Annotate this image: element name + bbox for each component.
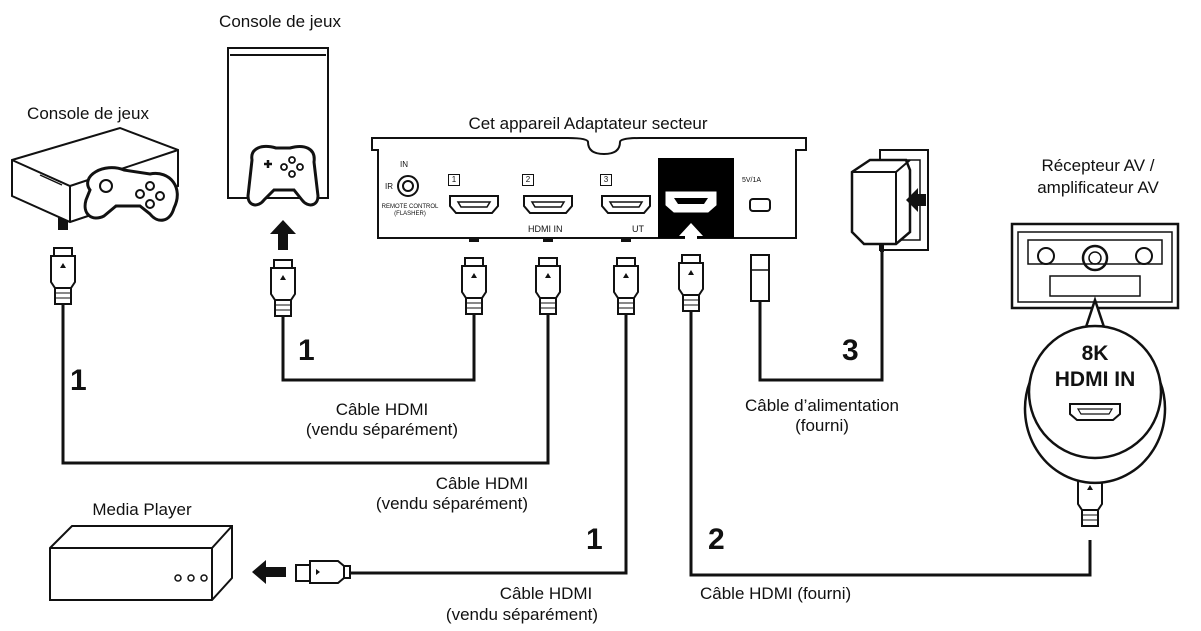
cable-power: [758, 250, 884, 382]
media-player: [49, 525, 233, 601]
label-power-cable-line1: Câble d’alimentation: [744, 396, 900, 415]
label-console-top: Console de jeux: [219, 12, 341, 31]
receiver-callout: [1023, 296, 1167, 485]
step-number-power: 3: [842, 334, 859, 367]
cables: [61, 250, 1092, 577]
badge-8k: 8K: [1081, 342, 1109, 365]
label-cable-mid-line2: (vendu séparément): [375, 494, 529, 513]
label-cable-top-line2: (vendu séparément): [305, 420, 459, 439]
cable-console-left: [61, 300, 550, 465]
step-number-av-receiver: 2: [708, 523, 725, 556]
panel-remote-label-line2: (FLASHER): [394, 211, 426, 217]
plug-console-top: [270, 220, 296, 317]
plug-power: [747, 206, 773, 302]
label-receiver-line2: amplificateur AV: [1037, 178, 1159, 197]
plug-media-player: [252, 560, 351, 584]
panel-remote-label-line1: REMOTE CONTROL: [381, 204, 439, 210]
port-number-3: 3: [600, 174, 612, 186]
hdmi-out-port: [665, 191, 717, 240]
cable-console-top: [281, 307, 476, 382]
device-back-panel: [371, 137, 807, 239]
step-number-console-left: 1: [70, 364, 87, 397]
panel-out-label: UT: [632, 224, 644, 234]
label-cable-top-line1: Câble HDMI: [335, 400, 429, 419]
label-cable-2: Câble HDMI (fourni): [700, 584, 852, 603]
power-adapter: [850, 158, 926, 252]
label-media-player: Media Player: [92, 500, 192, 519]
step-number-media-player: 1: [586, 523, 603, 556]
label-receiver-line1: Récepteur AV /: [1041, 156, 1155, 175]
panel-power-rating: 5V/1A: [742, 177, 762, 184]
cable-media-player: [348, 309, 628, 575]
label-cable-bottom-line2: (vendu séparément): [445, 605, 599, 624]
badge-hdmi-in: HDMI IN: [1054, 368, 1136, 391]
port-number-1: 1: [448, 174, 460, 186]
label-cable-bottom-line1: Câble HDMI: [499, 584, 593, 603]
dc-port: [749, 198, 771, 212]
hdmi-ports: [449, 195, 651, 214]
label-cable-mid-line1: Câble HDMI: [435, 474, 529, 493]
av-receiver: [1010, 222, 1180, 310]
panel-ir-label: IR: [385, 182, 393, 191]
step-number-console-top: 1: [298, 334, 315, 367]
gamepad-icon-tower: [246, 145, 320, 207]
label-power-cable-line2: (fourni): [795, 416, 849, 435]
panel-in-label: IN: [400, 160, 408, 169]
panel-hdmi-in-label: HDMI IN: [528, 224, 563, 234]
port-number-2: 2: [522, 174, 534, 186]
label-console-left: Console de jeux: [27, 104, 149, 123]
gamepad-icon: [83, 166, 179, 222]
label-device-title: Cet appareil Adaptateur secteur: [468, 114, 708, 133]
cable-av-receiver: [689, 307, 1092, 577]
remote-jack: [397, 175, 419, 197]
plug-hdmi-out: [678, 254, 704, 312]
